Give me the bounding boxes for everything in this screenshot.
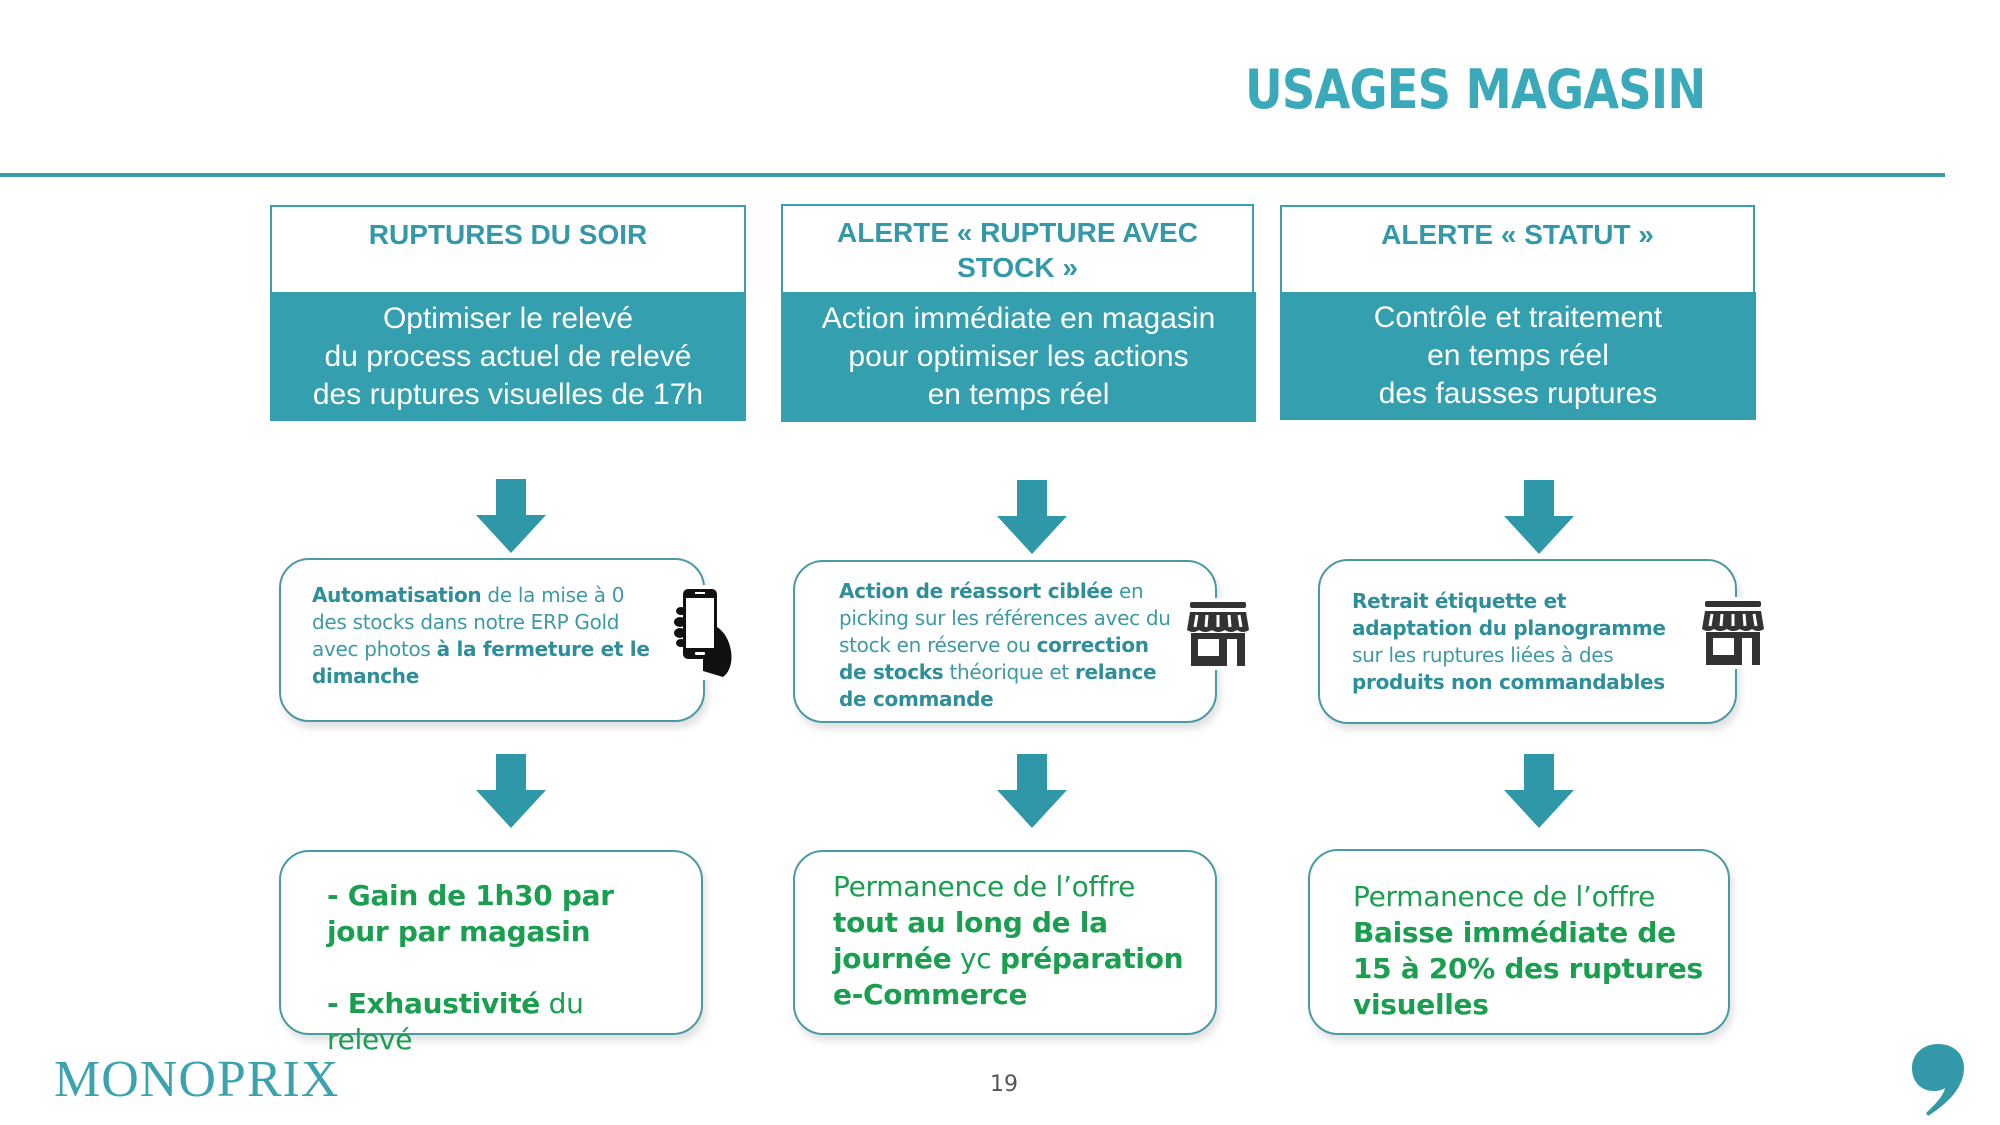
column-1-action-text: Automatisation de la mise à 0 des stocks… bbox=[312, 582, 662, 690]
page-number: 19 bbox=[990, 1072, 1018, 1097]
column-3-header: ALERTE « STATUT » bbox=[1280, 205, 1755, 293]
column-3-action-card: Retrait étiquette et adaptation du plano… bbox=[1318, 559, 1737, 724]
column-2-action-card: Action de réassort ciblée en picking sur… bbox=[793, 560, 1217, 723]
objective-line: Action immédiate en magasin bbox=[821, 302, 1216, 335]
monoprix-logo: MONOPRIX bbox=[54, 1051, 340, 1108]
column-2-action-text: Action de réassort ciblée en picking sur… bbox=[839, 578, 1179, 713]
result-normal: du relevé bbox=[327, 987, 584, 1056]
column-1-header: RUPTURES DU SOIR bbox=[270, 205, 746, 293]
column-3-header-title: ALERTE « STATUT » bbox=[1381, 219, 1654, 250]
column-1-action-card: Automatisation de la mise à 0 des stocks… bbox=[279, 558, 705, 722]
slide-title: USAGES MAGASIN bbox=[1245, 58, 1706, 121]
result-bold: Baisse immédiate de 15 à 20% des rupture… bbox=[1353, 916, 1703, 1021]
column-3-result-card: Permanence de l’offre Baisse immédiate d… bbox=[1308, 849, 1730, 1035]
action-bold: relance de commande bbox=[839, 660, 1157, 711]
column-3-result-text: Permanence de l’offre Baisse immédiate d… bbox=[1353, 879, 1713, 1023]
arrow-down-icon bbox=[1504, 480, 1574, 554]
objective-line: pour optimiser les actions bbox=[848, 340, 1189, 373]
column-2-header: ALERTE « RUPTURE AVEC STOCK » bbox=[781, 204, 1254, 293]
column-1-header-title: RUPTURES DU SOIR bbox=[368, 219, 648, 250]
action-bold: à la fermeture et le dimanche bbox=[312, 637, 650, 688]
comma-logo-icon bbox=[1912, 1044, 1964, 1116]
action-bold: produits non commandables bbox=[1352, 670, 1665, 694]
action-normal: de la mise à 0 des stocks dans notre ERP… bbox=[312, 583, 625, 661]
result-bold: tout au long de la journée bbox=[833, 906, 1108, 975]
action-normal: sur les ruptures liées à des bbox=[1352, 643, 1614, 667]
result-bold: - Exhaustivité bbox=[327, 987, 540, 1020]
column-2-result-card: Permanence de l’offre tout au long de la… bbox=[793, 850, 1217, 1035]
objective-line: Optimiser le relevé bbox=[382, 301, 634, 335]
arrow-down-icon bbox=[997, 480, 1067, 554]
result-normal: Permanence de l’offre bbox=[1353, 880, 1656, 913]
arrow-down-icon bbox=[476, 754, 546, 828]
objective-line: Contrôle et traitement bbox=[1373, 301, 1663, 334]
column-1-result-text: - Gain de 1h30 par jour par magasin - Ex… bbox=[327, 878, 677, 1058]
action-bold: Automatisation bbox=[312, 583, 482, 607]
objective-line: des fausses ruptures bbox=[1378, 377, 1658, 410]
action-bold: correction de stocks bbox=[839, 633, 1149, 684]
arrow-down-icon bbox=[476, 479, 546, 553]
result-bold: préparation e-Commerce bbox=[833, 942, 1184, 1011]
result-normal: Permanence de l’offre bbox=[833, 870, 1136, 903]
title-divider bbox=[0, 173, 1945, 177]
column-2-result-text: Permanence de l’offre tout au long de la… bbox=[833, 869, 1193, 1013]
action-bold: Action de réassort ciblée bbox=[839, 579, 1113, 603]
objective-line: en temps réel bbox=[1427, 339, 1609, 372]
column-3-objective: Contrôle et traitement en temps réel des… bbox=[1280, 292, 1756, 420]
column-3-action-text: Retrait étiquette et adaptation du plano… bbox=[1352, 588, 1682, 696]
action-normal: en picking sur les références avec du st… bbox=[839, 579, 1171, 657]
action-normal: théorique et bbox=[943, 660, 1075, 684]
result-normal: yc bbox=[951, 942, 1000, 975]
result-bold: - Gain de 1h30 par jour par magasin bbox=[327, 879, 614, 948]
phone-in-hand-icon bbox=[670, 585, 740, 680]
column-2-header-title: ALERTE « RUPTURE AVEC STOCK » bbox=[837, 217, 1198, 283]
column-1-result-card: - Gain de 1h30 par jour par magasin - Ex… bbox=[279, 850, 703, 1056]
arrow-down-icon bbox=[1504, 754, 1574, 828]
objective-line: du process actuel de relevé bbox=[324, 339, 692, 373]
column-2-objective: Action immédiate en magasin pour optimis… bbox=[781, 292, 1256, 422]
store-icon bbox=[1185, 598, 1251, 670]
action-bold: Retrait étiquette et adaptation du plano… bbox=[1352, 589, 1666, 640]
objective-line: en temps réel bbox=[927, 378, 1110, 411]
column-1-objective: Optimiser le relevé du process actuel de… bbox=[270, 292, 746, 421]
arrow-down-icon bbox=[997, 754, 1067, 828]
objective-line: des ruptures visuelles de 17h bbox=[312, 377, 704, 411]
store-icon bbox=[1700, 597, 1766, 669]
